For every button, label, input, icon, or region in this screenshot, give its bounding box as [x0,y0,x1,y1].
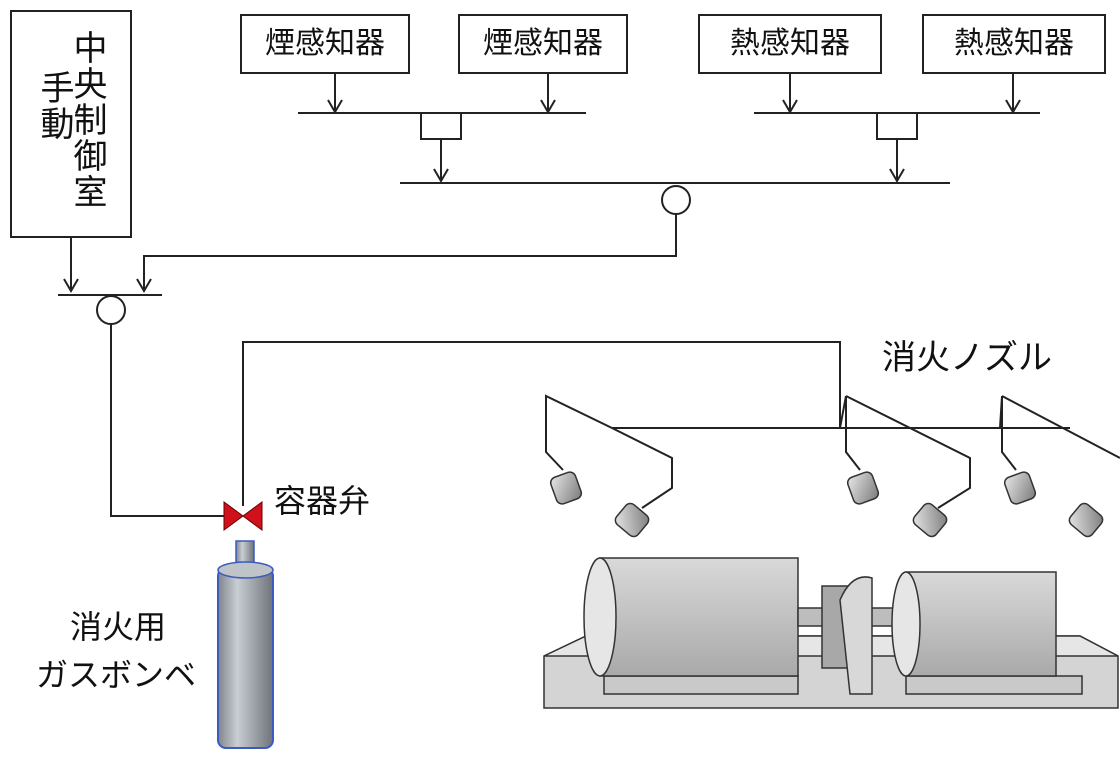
gas-pipe [242,341,841,506]
nozzle-branch-1a [545,394,613,471]
nozzle-3a-icon [1003,471,1037,505]
gas-cylinder-label-line2: ガスボンベ [36,656,197,694]
smoke-2-arrow [540,99,556,114]
nozzle-branch-2b [845,395,971,509]
nozzles [549,471,1104,538]
motor-mount [603,675,799,695]
motor-body [599,557,799,677]
nozzle-branch-3b [1001,395,1120,459]
smoke-and-gate [420,112,462,140]
heat-2-arrow [1005,99,1021,114]
rotating-machine-icon [543,557,1119,709]
heat-1-arrow [782,99,798,114]
heat-detector-2: 熱感知器 [922,14,1106,74]
nozzle-branch-1b [611,427,673,509]
nozzle-branch-3a [999,395,1017,471]
coupling-guard [839,576,873,695]
or-junction [96,295,126,325]
control-room-label: 中央制御室 [67,30,107,210]
heat-gate-arrow [889,168,905,183]
nozzle-2b-icon [912,502,948,538]
smoke-detector-2: 煙感知器 [458,14,628,74]
pump-mount [905,675,1083,695]
manual-signal-arrow [63,278,79,293]
smoke-1-arrow [327,99,343,114]
nozzle-3b-icon [1068,502,1104,538]
nozzle-2a-icon [846,471,880,505]
nozzle-branch-2a [839,395,861,471]
manual-label: 手動 [34,70,74,142]
smoke-gate-arrow [433,168,449,183]
nozzle-1b-icon [614,502,650,538]
container-valve-icon [223,501,263,531]
auto-signal-arrow [136,278,152,293]
nozzle-label: 消火ノズル [882,338,1052,378]
heat-and-gate [876,112,918,140]
valve-actuation-line [110,324,224,517]
auto-signal-line [143,214,677,290]
nozzle-1a-icon [549,471,583,505]
valve-label: 容器弁 [274,482,371,520]
smoke-detector-1: 煙感知器 [240,14,410,74]
detector-wiring [58,73,1120,517]
gas-cylinder-label-line1: 消火用 [70,608,167,646]
combined-junction [661,185,691,215]
pump-body [905,571,1057,677]
control-room-box: 中央制御室 手動 [10,10,132,238]
heat-detector-1: 熱感知器 [698,14,882,74]
gas-cylinder-icon [217,540,274,749]
